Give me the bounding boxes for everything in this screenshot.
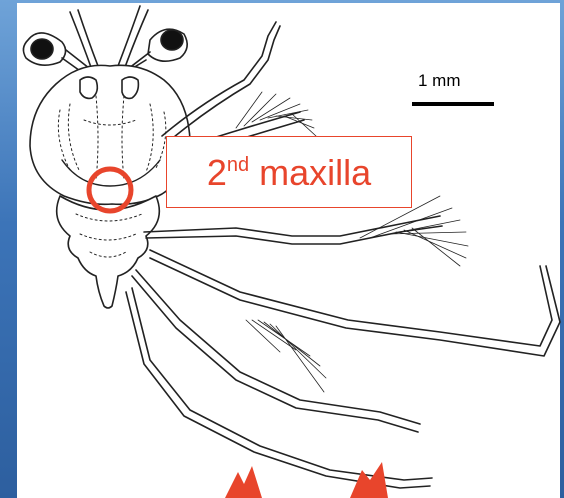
walking-limb-2 xyxy=(136,270,420,424)
arrow-right xyxy=(350,462,388,498)
callout-ordinal-suffix: nd xyxy=(227,154,249,176)
callout-label: 2nd maxilla xyxy=(166,136,412,208)
scale-bar-label: 1 mm xyxy=(418,71,461,91)
callout-text: maxilla xyxy=(259,152,371,193)
arrow-left xyxy=(225,466,262,498)
callout-ordinal: 2 xyxy=(207,152,227,193)
walking-limb-1 xyxy=(150,250,552,346)
arrows xyxy=(225,462,388,498)
